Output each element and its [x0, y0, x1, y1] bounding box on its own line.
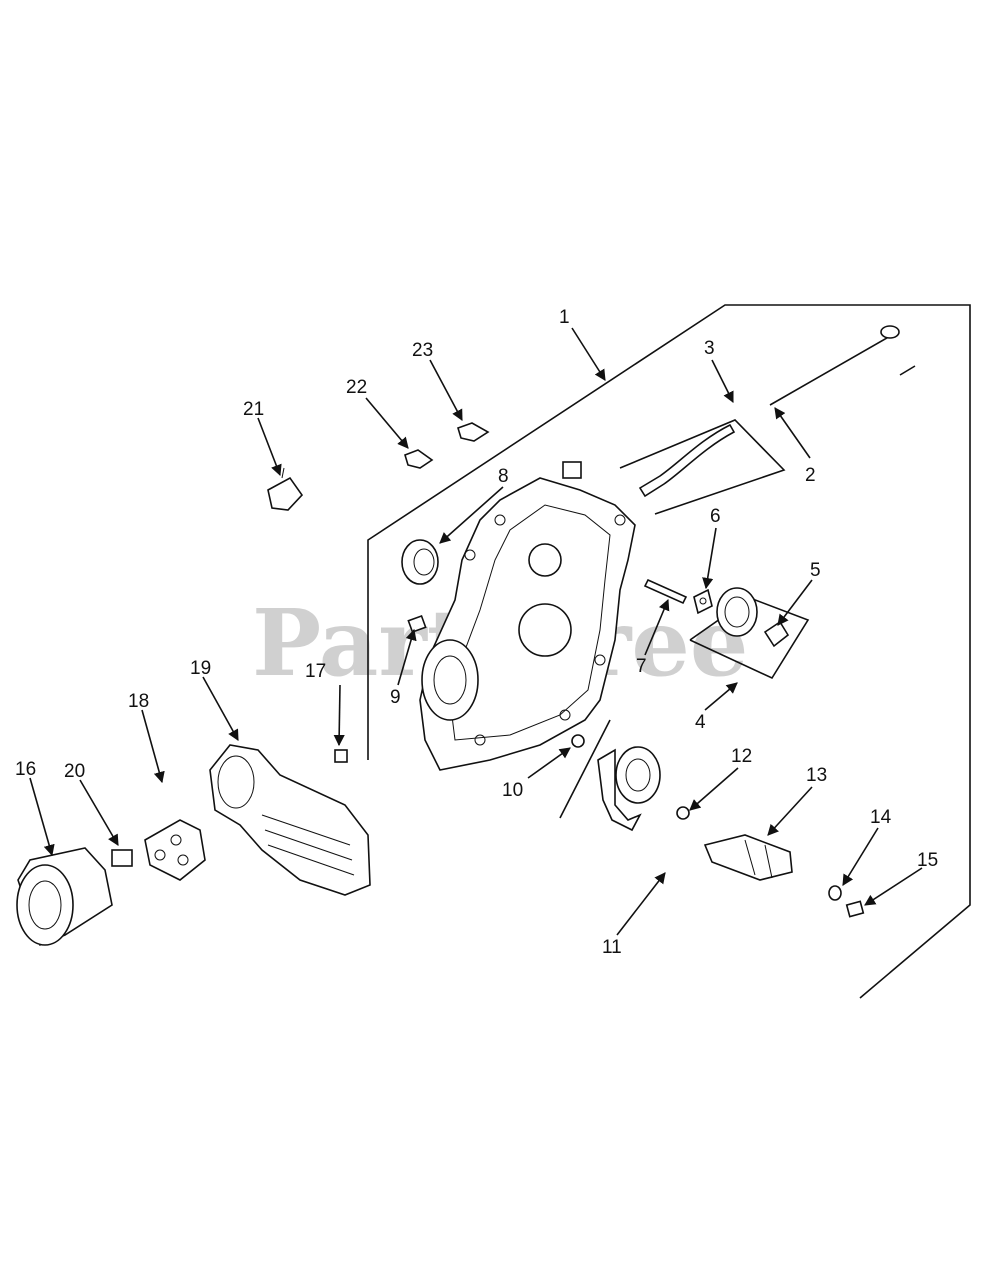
callout-9: 9 — [390, 687, 401, 708]
bracket-3 — [619, 419, 786, 515]
callout-19: 19 — [190, 658, 211, 679]
bolt-15 — [845, 900, 865, 918]
dipstick — [769, 325, 900, 406]
shaft-pin — [643, 578, 688, 605]
pipe-fitting — [407, 614, 427, 634]
callout-15: 15 — [917, 850, 938, 871]
governor-cup — [763, 620, 790, 648]
screw-22 — [404, 449, 434, 469]
callout-3: 3 — [704, 338, 715, 359]
bracket-11 — [559, 719, 611, 819]
screw-23 — [457, 422, 490, 442]
bracket-tick — [899, 365, 916, 376]
oil-filter — [16, 847, 113, 947]
callout-18: 18 — [128, 691, 149, 712]
plug-17 — [334, 749, 348, 763]
o-ring-12 — [676, 806, 690, 820]
oil-pump — [597, 746, 661, 832]
oil-cooler — [209, 744, 371, 896]
oil-pressure-switch — [267, 467, 304, 511]
callout-6: 6 — [710, 506, 721, 527]
governor-gear — [716, 587, 758, 637]
callout-1: 1 — [559, 307, 570, 328]
callout-20: 20 — [64, 761, 85, 782]
callout-12: 12 — [731, 746, 752, 767]
filter-nipple — [111, 849, 133, 867]
callout-23: 23 — [412, 340, 433, 361]
crankcase-cover — [419, 461, 636, 771]
callout-5: 5 — [810, 560, 821, 581]
callout-16: 16 — [15, 759, 36, 780]
o-ring-10 — [571, 734, 585, 748]
dipstick-tube — [638, 423, 736, 498]
callout-10: 10 — [502, 780, 523, 801]
callout-17: 17 — [305, 661, 326, 682]
callout-7: 7 — [636, 656, 647, 677]
oil-seal — [401, 539, 439, 585]
callout-21: 21 — [243, 399, 264, 420]
assembly-outline — [367, 304, 971, 999]
thrust-washer — [693, 588, 713, 615]
callout-22: 22 — [346, 377, 367, 398]
callout-numbers: 1 2 3 4 5 6 7 8 9 10 11 12 13 14 15 16 1… — [15, 307, 938, 958]
callout-2: 2 — [805, 465, 816, 486]
washer-14 — [828, 885, 842, 901]
callout-8: 8 — [498, 466, 509, 487]
callout-4: 4 — [695, 712, 706, 733]
callout-14: 14 — [870, 807, 892, 828]
oil-pickup — [703, 834, 793, 881]
leader-lines — [29, 327, 923, 936]
filter-adapter-gasket — [144, 819, 206, 881]
callout-11: 11 — [602, 937, 622, 958]
callout-13: 13 — [806, 765, 827, 786]
